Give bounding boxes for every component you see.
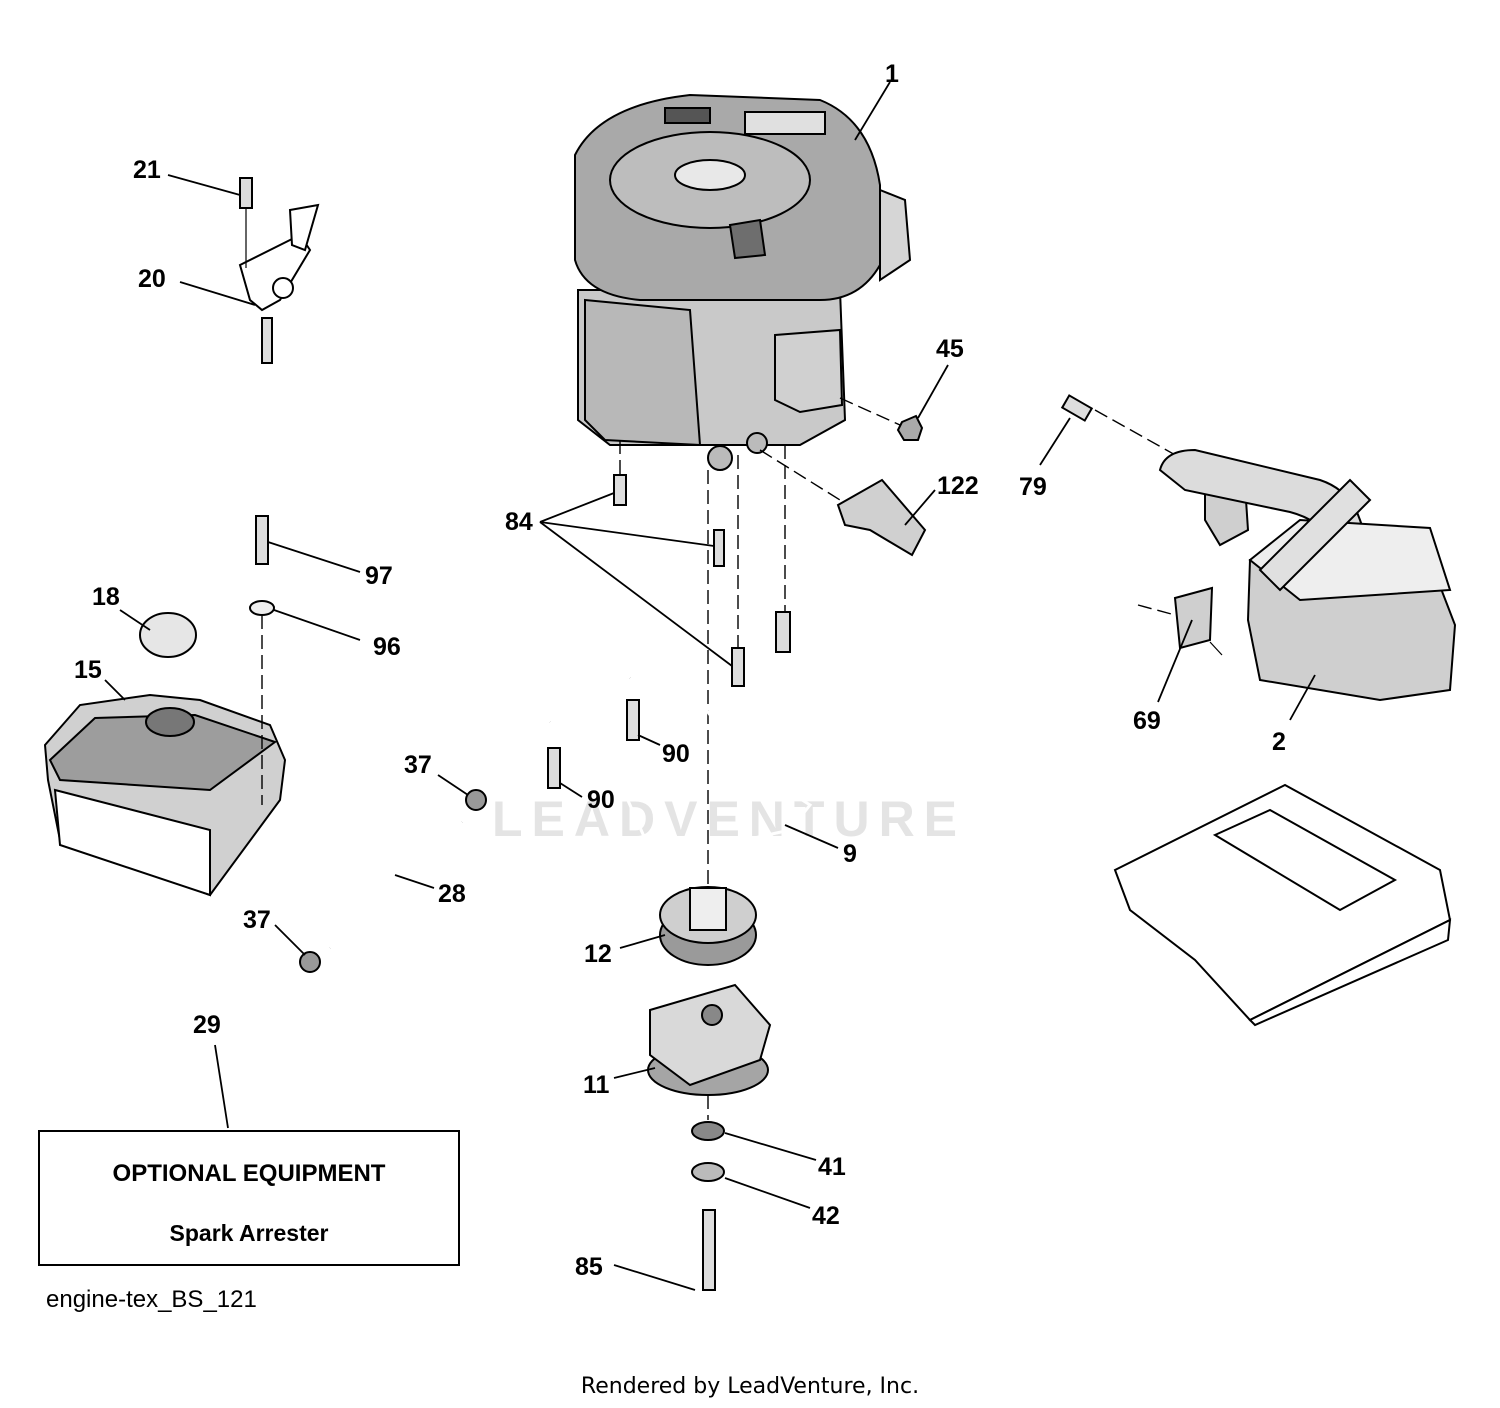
cover-122-part bbox=[836, 478, 927, 557]
optional-equipment-item: Spark Arrester bbox=[169, 1220, 329, 1246]
callout-12: 12 bbox=[584, 940, 612, 968]
callout-97: 97 bbox=[365, 562, 393, 590]
throttle-bracket-part bbox=[238, 177, 320, 364]
callout-84: 84 bbox=[505, 508, 533, 536]
washer-96-part bbox=[249, 600, 275, 616]
gasket-69-part bbox=[1173, 586, 1214, 650]
callout-21: 21 bbox=[133, 156, 161, 184]
engine-mount-plate-part bbox=[1113, 783, 1452, 1027]
watermark: LEADVENTURE bbox=[492, 791, 967, 847]
bolt-90-upper-part bbox=[626, 699, 640, 741]
callout-11: 11 bbox=[583, 1071, 610, 1099]
callout-122: 122 bbox=[937, 472, 979, 500]
fuel-tank-part bbox=[43, 693, 287, 897]
callout-15: 15 bbox=[74, 656, 102, 684]
optional-equipment-title: OPTIONAL EQUIPMENT bbox=[112, 1160, 386, 1187]
bolt-85-part bbox=[702, 1209, 716, 1291]
callout-labels: 1 2 9 11 12 15 18 20 21 28 29 37 37 41 4… bbox=[74, 60, 1286, 1281]
callout-28: 28 bbox=[438, 880, 466, 908]
engine-part bbox=[574, 93, 912, 471]
callout-69: 69 bbox=[1133, 707, 1161, 735]
callout-96: 96 bbox=[373, 633, 401, 661]
callout-18: 18 bbox=[92, 583, 120, 611]
bolts-84-part bbox=[613, 474, 791, 687]
callout-42: 42 bbox=[812, 1202, 840, 1230]
callout-90-upper: 90 bbox=[662, 740, 690, 768]
callout-1: 1 bbox=[885, 60, 899, 88]
bolt-79-part bbox=[1060, 394, 1094, 422]
optional-equipment-box: OPTIONAL EQUIPMENT Spark Arrester bbox=[38, 1130, 460, 1266]
clamp-37-bottom-part bbox=[299, 951, 321, 973]
callout-41: 41 bbox=[818, 1153, 846, 1181]
callout-9: 9 bbox=[843, 840, 857, 868]
muffler-2-part bbox=[1158, 448, 1457, 702]
callout-37-bottom: 37 bbox=[243, 906, 271, 934]
bolt-97-part bbox=[255, 515, 269, 565]
pulley-12-part bbox=[659, 886, 757, 966]
leader-lines bbox=[104, 81, 1316, 1291]
callout-2: 2 bbox=[1272, 728, 1286, 756]
callout-37-top: 37 bbox=[404, 751, 432, 779]
callout-20: 20 bbox=[138, 265, 166, 293]
bolt-90-lower-part bbox=[547, 747, 561, 789]
washer-42-part bbox=[691, 1162, 725, 1182]
callout-85: 85 bbox=[575, 1253, 603, 1281]
clutch-11-part bbox=[647, 983, 772, 1096]
callout-79: 79 bbox=[1019, 473, 1047, 501]
callout-45: 45 bbox=[936, 335, 964, 363]
fuel-cap-part bbox=[139, 612, 197, 658]
nut-45-part bbox=[896, 414, 924, 441]
render-credit: Rendered by LeadVenture, Inc. bbox=[580, 1374, 920, 1399]
diagram-id: engine-tex_BS_121 bbox=[46, 1286, 257, 1313]
washer-41-part bbox=[691, 1121, 725, 1141]
callout-90-lower: 90 bbox=[587, 786, 615, 814]
callout-29: 29 bbox=[193, 1011, 221, 1039]
clamp-37-top-part bbox=[465, 789, 487, 811]
